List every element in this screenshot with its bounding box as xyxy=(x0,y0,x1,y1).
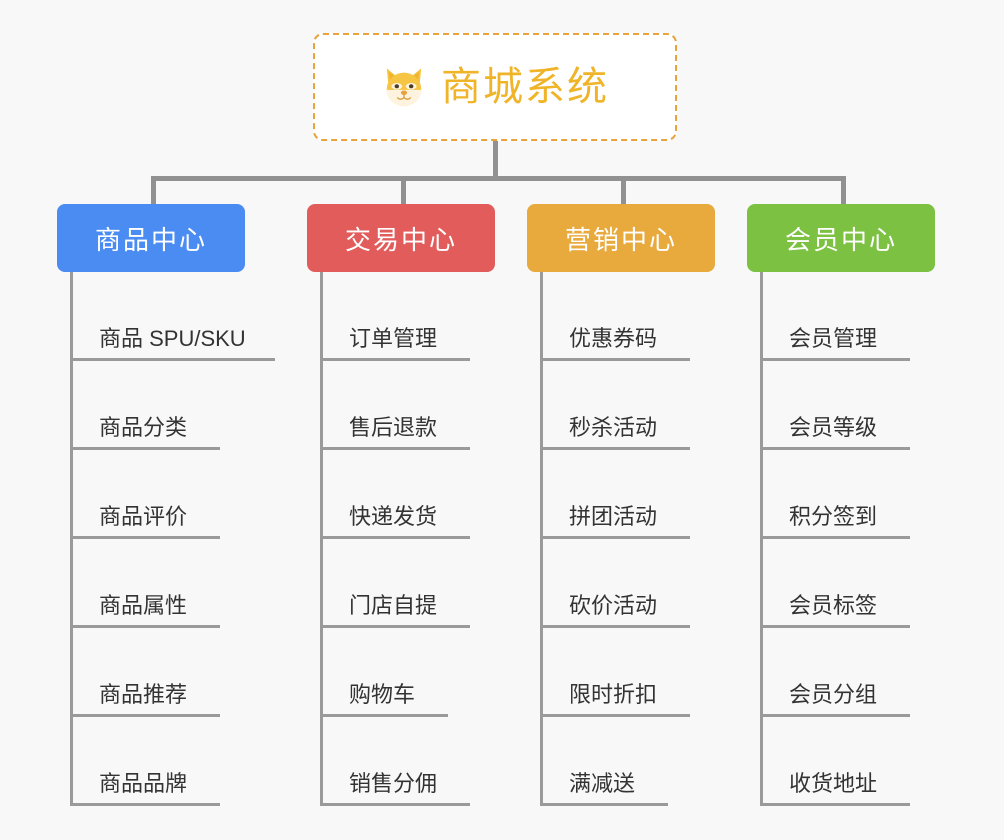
branch-item-underline xyxy=(760,714,910,717)
branch-item[interactable]: 售后退款 xyxy=(307,361,495,450)
branch-item-underline xyxy=(540,447,690,450)
branch-item-label: 拼团活动 xyxy=(569,504,658,529)
branch-item-underline xyxy=(70,714,220,717)
branch-item[interactable]: 快递发货 xyxy=(307,450,495,539)
branch-item[interactable]: 商品评价 xyxy=(57,450,245,539)
branch-item-underline xyxy=(70,447,220,450)
branch-item[interactable]: 商品 SPU/SKU xyxy=(57,272,275,361)
branch-header-3[interactable]: 营销中心 xyxy=(527,204,715,272)
root-node[interactable]: 商城系统 xyxy=(313,33,677,141)
branch-item-list: 会员管理会员等级积分签到会员标签会员分组收货地址 xyxy=(747,272,935,806)
branch-item-underline xyxy=(540,714,690,717)
branch-item-label: 会员管理 xyxy=(789,326,878,351)
branch-item-label: 商品分类 xyxy=(99,415,188,440)
branch-item[interactable]: 积分签到 xyxy=(747,450,935,539)
branch-item-label: 快递发货 xyxy=(349,504,438,529)
branch-item-label: 会员分组 xyxy=(789,682,878,707)
branch-item-underline xyxy=(760,536,910,539)
branch-item-underline xyxy=(70,536,220,539)
branch-item-underline xyxy=(70,358,275,361)
branch-item-list: 商品 SPU/SKU 商品分类商品评价商品属性商品推荐商品品牌 xyxy=(57,272,275,806)
branch-item[interactable]: 限时折扣 xyxy=(527,628,715,717)
branch-item-label: 收货地址 xyxy=(789,771,878,796)
branch-column-3: 营销中心优惠券码秒杀活动拼团活动砍价活动限时折扣满减送 xyxy=(527,204,715,806)
connector-drop-1 xyxy=(151,176,156,206)
branch-item[interactable]: 商品推荐 xyxy=(57,628,245,717)
branch-item-label: 优惠券码 xyxy=(569,326,658,351)
branch-item-label: 商品品牌 xyxy=(99,771,188,796)
branch-item-underline xyxy=(540,358,690,361)
branch-item-underline xyxy=(70,625,220,628)
root-node-label: 商城系统 xyxy=(441,65,609,109)
branch-item[interactable]: 砍价活动 xyxy=(527,539,715,628)
branch-item-label: 商品 SPU/SKU xyxy=(99,326,246,351)
branch-column-1: 商品中心商品 SPU/SKU 商品分类商品评价商品属性商品推荐商品品牌 xyxy=(57,204,275,806)
branch-item[interactable]: 商品品牌 xyxy=(57,717,245,806)
branch-item-label: 商品属性 xyxy=(99,593,188,618)
branch-item-underline xyxy=(540,803,668,806)
branch-item-label: 会员标签 xyxy=(789,593,878,618)
branch-item-label: 商品推荐 xyxy=(99,682,188,707)
branch-item-underline xyxy=(540,625,690,628)
connector-drop-4 xyxy=(841,176,846,206)
branch-item-list: 订单管理售后退款快递发货门店自提购物车销售分佣 xyxy=(307,272,495,806)
branch-item-label: 会员等级 xyxy=(789,415,878,440)
branch-stem xyxy=(320,272,323,806)
branch-item-label: 商品评价 xyxy=(99,504,188,529)
branch-item[interactable]: 收货地址 xyxy=(747,717,935,806)
branch-item-underline xyxy=(760,447,910,450)
branch-stem xyxy=(70,272,73,806)
branch-item[interactable]: 销售分佣 xyxy=(307,717,495,806)
branch-item-label: 秒杀活动 xyxy=(569,415,658,440)
branch-stem xyxy=(540,272,543,806)
branch-item[interactable]: 会员等级 xyxy=(747,361,935,450)
branch-item-label: 积分签到 xyxy=(789,504,878,529)
branch-item[interactable]: 订单管理 xyxy=(307,272,495,361)
branch-item-underline xyxy=(320,447,470,450)
branch-item-label: 售后退款 xyxy=(349,415,438,440)
branch-column-4: 会员中心会员管理会员等级积分签到会员标签会员分组收货地址 xyxy=(747,204,935,806)
branch-header-2[interactable]: 交易中心 xyxy=(307,204,495,272)
branch-item-underline xyxy=(320,803,470,806)
branch-item-underline xyxy=(760,358,910,361)
branch-item[interactable]: 优惠券码 xyxy=(527,272,715,361)
branch-item[interactable]: 商品属性 xyxy=(57,539,245,628)
branch-item-label: 门店自提 xyxy=(349,593,438,618)
branch-stem xyxy=(760,272,763,806)
branch-item-label: 销售分佣 xyxy=(349,771,438,796)
branch-item[interactable]: 满减送 xyxy=(527,717,715,806)
branch-item[interactable]: 商品分类 xyxy=(57,361,245,450)
branch-item-underline xyxy=(760,625,910,628)
branch-item-label: 满减送 xyxy=(569,771,636,796)
root-node-content: 商城系统 xyxy=(381,64,609,110)
branch-item-label: 砍价活动 xyxy=(569,593,658,618)
branch-item-underline xyxy=(540,536,690,539)
branch-header-4[interactable]: 会员中心 xyxy=(747,204,935,272)
branch-item[interactable]: 拼团活动 xyxy=(527,450,715,539)
dog-face-icon xyxy=(386,68,422,107)
connector-drop-3 xyxy=(621,176,626,206)
branch-item-underline xyxy=(760,803,910,806)
connector-root-stem xyxy=(493,141,498,178)
branch-item-underline xyxy=(320,714,448,717)
branch-item-underline xyxy=(70,803,220,806)
branch-item[interactable]: 秒杀活动 xyxy=(527,361,715,450)
branch-item-label: 订单管理 xyxy=(349,326,438,351)
branch-item-list: 优惠券码秒杀活动拼团活动砍价活动限时折扣满减送 xyxy=(527,272,715,806)
branch-header-1[interactable]: 商品中心 xyxy=(57,204,245,272)
branch-column-2: 交易中心订单管理售后退款快递发货门店自提购物车销售分佣 xyxy=(307,204,495,806)
branch-item[interactable]: 购物车 xyxy=(307,628,495,717)
branch-item-underline xyxy=(320,358,470,361)
connector-drop-2 xyxy=(401,176,406,206)
branch-item-underline xyxy=(320,625,470,628)
branch-item-underline xyxy=(320,536,470,539)
branch-item-label: 购物车 xyxy=(349,682,416,707)
branch-item[interactable]: 门店自提 xyxy=(307,539,495,628)
connector-horizontal-bar xyxy=(151,176,846,181)
branch-item[interactable]: 会员标签 xyxy=(747,539,935,628)
branch-item[interactable]: 会员分组 xyxy=(747,628,935,717)
branch-item-label: 限时折扣 xyxy=(569,682,658,707)
branch-item[interactable]: 会员管理 xyxy=(747,272,935,361)
